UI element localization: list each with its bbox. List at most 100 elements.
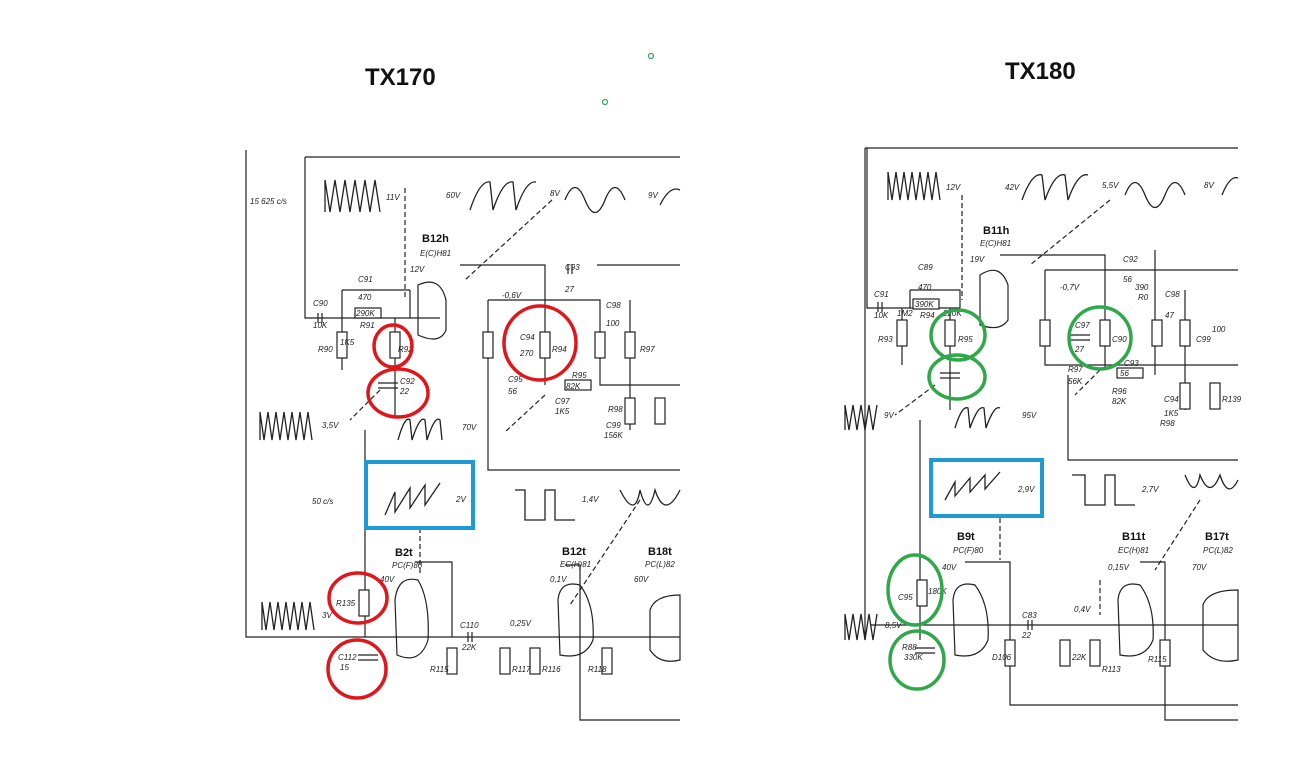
waveform-70v	[397, 418, 443, 441]
resistor-r100	[1209, 382, 1221, 410]
label-component: 390K	[915, 300, 934, 309]
resistor-r117	[499, 647, 511, 675]
label-component: C97	[1075, 321, 1090, 330]
label-tube-type: PC(F)80	[953, 546, 984, 555]
label-component: 390	[1135, 283, 1149, 292]
resistor	[654, 397, 666, 425]
label-component: 82K	[566, 382, 581, 391]
resistor-r95	[944, 319, 956, 347]
resistor-r135	[358, 589, 370, 617]
waveform-field-pulses	[844, 404, 878, 431]
label-component: 10K	[874, 311, 889, 320]
label-voltage: 3V	[322, 611, 332, 620]
label-component: R115	[430, 665, 449, 674]
label-voltage: 0,15V	[1108, 563, 1130, 572]
label-component: C95	[508, 375, 523, 384]
label-tube-type: EC(H)81	[1118, 546, 1149, 555]
label-component: 1K5	[1164, 409, 1179, 418]
highlight-circle-red	[327, 571, 389, 625]
resistor	[594, 331, 606, 359]
capacitor-c112	[358, 654, 378, 661]
schematic-tx180: B11h E(C)H81 B9t PC(F)80 B11t EC(H)81 B1…	[844, 147, 1242, 721]
waveform-flyback	[1021, 174, 1089, 201]
label-component: 56K	[1068, 377, 1083, 386]
waveform-sawtooth-2v9	[944, 471, 1001, 501]
highlight-circle-green	[888, 629, 946, 691]
signal-path-dashed	[1029, 199, 1111, 266]
resistor-r97	[624, 331, 636, 359]
capacitor-c90	[1070, 334, 1090, 341]
label-voltage: 15 625 c/s	[250, 197, 287, 206]
tube-b12t-symbol	[557, 583, 594, 657]
label-component: 56	[1120, 369, 1129, 378]
label-component: C90	[1112, 335, 1127, 344]
resistor-r116	[529, 647, 541, 675]
label-component: R94	[552, 345, 567, 354]
highlight-circle-red	[502, 304, 578, 382]
capacitor-c92	[940, 372, 960, 379]
label-component: C98	[1165, 290, 1180, 299]
wire	[866, 148, 960, 309]
label-component: 56	[1123, 275, 1132, 284]
label-component: 1K5	[555, 407, 570, 416]
resistor-r113	[1004, 639, 1016, 667]
label-voltage: 19V	[970, 255, 985, 264]
tube-b12h-symbol	[417, 281, 447, 340]
label-component: 82K	[1112, 397, 1127, 406]
schematic-tx170: B12h E(C)H81 B2t PC(F)80 B12t EC(H)81 B1…	[245, 150, 681, 721]
label-tube-b11t: B11t	[1122, 531, 1146, 543]
stray-dot	[601, 98, 609, 106]
label-component: C98	[606, 301, 621, 310]
waveform-95v	[954, 407, 1001, 429]
label-voltage: 70V	[462, 423, 477, 432]
resistor-r95	[564, 379, 592, 391]
wire	[460, 264, 546, 385]
label-voltage: 60V	[446, 191, 461, 200]
label-voltage: 42V	[1005, 183, 1020, 192]
label-component: R139	[1222, 395, 1242, 404]
label-component: 22	[399, 387, 409, 396]
label-tube-type: PC(F)80	[392, 561, 423, 570]
label-component: C91	[874, 290, 889, 299]
label-tube-type: E(C)H81	[420, 249, 451, 258]
signal-path-dashed	[349, 389, 381, 421]
label-component: C90	[313, 299, 328, 308]
wire	[1067, 375, 1238, 461]
tube-b11t-symbol	[1117, 583, 1154, 657]
label-component: 1M2	[897, 309, 913, 318]
label-component: 100	[606, 319, 620, 328]
resistor-r96	[1116, 367, 1144, 379]
label-voltage: 2V	[455, 495, 466, 504]
wire	[415, 561, 453, 637]
wire	[910, 289, 961, 308]
tube-b17t-symbol	[1202, 589, 1239, 662]
resistor-r0	[1099, 319, 1111, 347]
label-component: 270	[519, 349, 534, 358]
tube-b11h-symbol	[979, 269, 1009, 329]
highlight-circle-green	[927, 353, 987, 401]
signal-path-dashed	[464, 199, 553, 281]
label-voltage: 8V	[1204, 181, 1214, 190]
tube-b18t-symbol	[649, 594, 681, 662]
resistor-r93	[896, 319, 908, 347]
label-voltage: 12V	[946, 183, 961, 192]
label-component: R94	[920, 311, 935, 320]
waveform-bottom-pulses	[261, 601, 315, 631]
label-voltage: 1,4V	[582, 495, 599, 504]
resistor-r88	[916, 579, 928, 607]
label-component: 22K	[1071, 653, 1087, 662]
label-voltage: 50 c/s	[312, 497, 333, 506]
label-component: 156K	[604, 431, 623, 440]
label-tube-type: PC(L)82	[645, 560, 675, 569]
wire	[1000, 254, 1106, 370]
label-component: C99	[606, 421, 621, 430]
label-component: 15	[340, 663, 349, 672]
waveform-partial	[659, 188, 681, 206]
resistor-r97	[1179, 319, 1191, 347]
label-component: 100	[1212, 325, 1226, 334]
label-component: 1K5	[340, 338, 355, 347]
waveform-line-pulses	[887, 171, 941, 201]
capacitor-c93	[567, 264, 573, 274]
label-voltage: 5,5V	[1102, 181, 1119, 190]
